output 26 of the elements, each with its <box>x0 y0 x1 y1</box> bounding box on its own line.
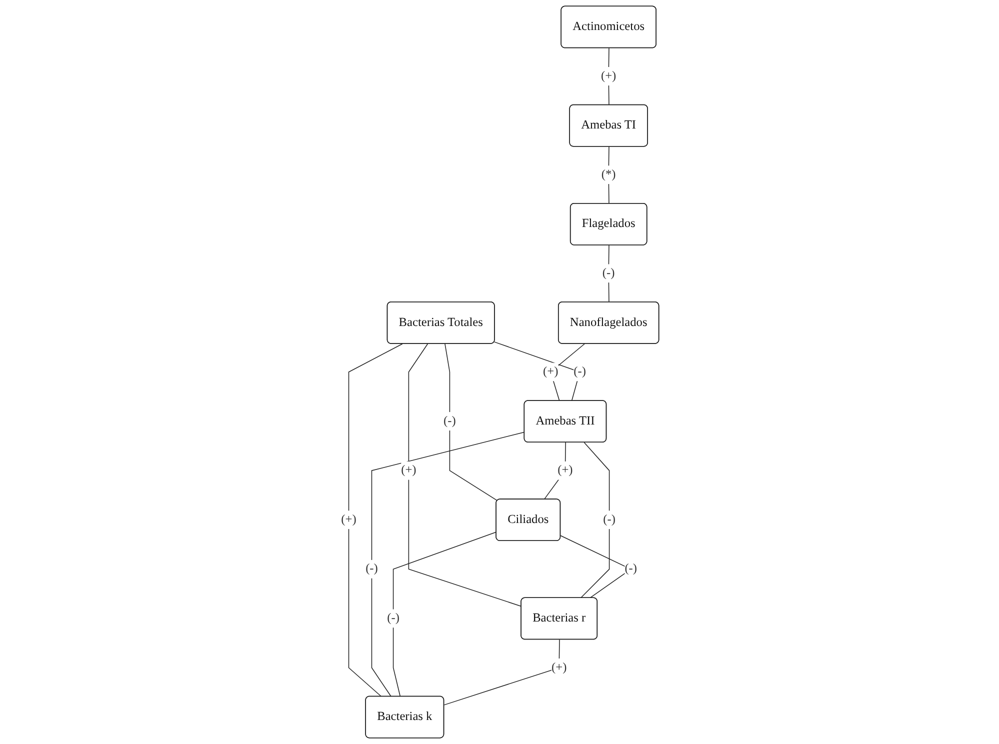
edge-label: (+) <box>400 464 416 477</box>
connector <box>443 639 560 706</box>
edge-label: (+) <box>600 69 616 82</box>
edge-label: (-) <box>602 512 615 526</box>
connector <box>408 344 522 607</box>
edge-label: (*) <box>600 168 616 181</box>
edge-label: (-) <box>573 365 586 378</box>
edge-label: (-) <box>443 414 456 428</box>
edge-label: (+) <box>557 464 572 477</box>
connector <box>348 344 402 697</box>
edge-label: (-) <box>624 562 637 576</box>
connector <box>608 48 609 106</box>
edge-label: (+) <box>542 365 558 378</box>
edge-label: (-) <box>602 266 614 280</box>
edge-label: (-) <box>386 612 399 625</box>
connector <box>543 442 566 500</box>
connector <box>444 344 498 502</box>
connector <box>493 342 580 402</box>
edge-label: (+) <box>551 660 566 674</box>
edge-label: (+) <box>340 512 356 526</box>
connector <box>392 532 496 697</box>
connector <box>608 244 609 303</box>
connector <box>370 432 524 697</box>
connector <box>580 442 610 598</box>
edge-label: (-) <box>365 562 378 576</box>
connector <box>608 146 609 204</box>
